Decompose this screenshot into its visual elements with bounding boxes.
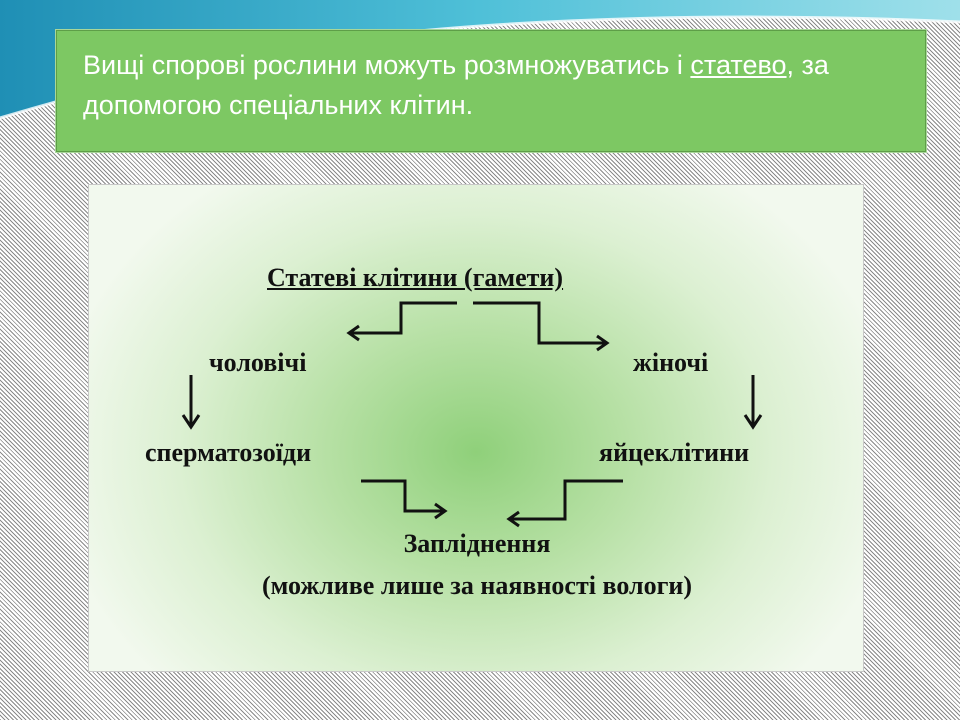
diagram-arrows [181,301,763,528]
arrow-egg-to-fertilization-head [506,510,520,528]
arrow-sperm-to-fertilization [361,479,443,513]
label-fertilization: Запліднення [403,529,551,558]
title-text-start: Вищі спорові рослини можуть розмножувати… [83,50,691,80]
label-fertilization-note: (можливе лише за наявності вологи) [261,571,693,600]
diagram-heading: Статеві клітини (гамети) [267,263,564,292]
title-text-underlined: статево [690,50,787,80]
slide-title: Вищі спорові рослини можуть розмножувати… [56,30,926,152]
gamete-diagram: Статеві клітини (гамети) чоловічі жіночі… [88,184,864,672]
arrow-egg-to-fertilization [511,479,623,521]
arrow-sperm-to-fertilization-head [434,502,448,520]
label-sperm: сперматозоїди [145,438,312,467]
arrow-to-female [473,301,605,345]
arrow-to-egg-head [743,414,763,430]
label-egg: яйцеклітини [599,438,750,467]
label-male: чоловічі [209,348,307,377]
arrow-to-female-head [596,334,610,352]
arrow-to-male [351,301,457,335]
arrow-to-sperm-head [181,414,201,430]
title-text-end: , за допомогою спеціальних клітин. [83,50,829,120]
arrow-to-male-head [346,324,360,342]
label-female: жіночі [633,348,709,377]
